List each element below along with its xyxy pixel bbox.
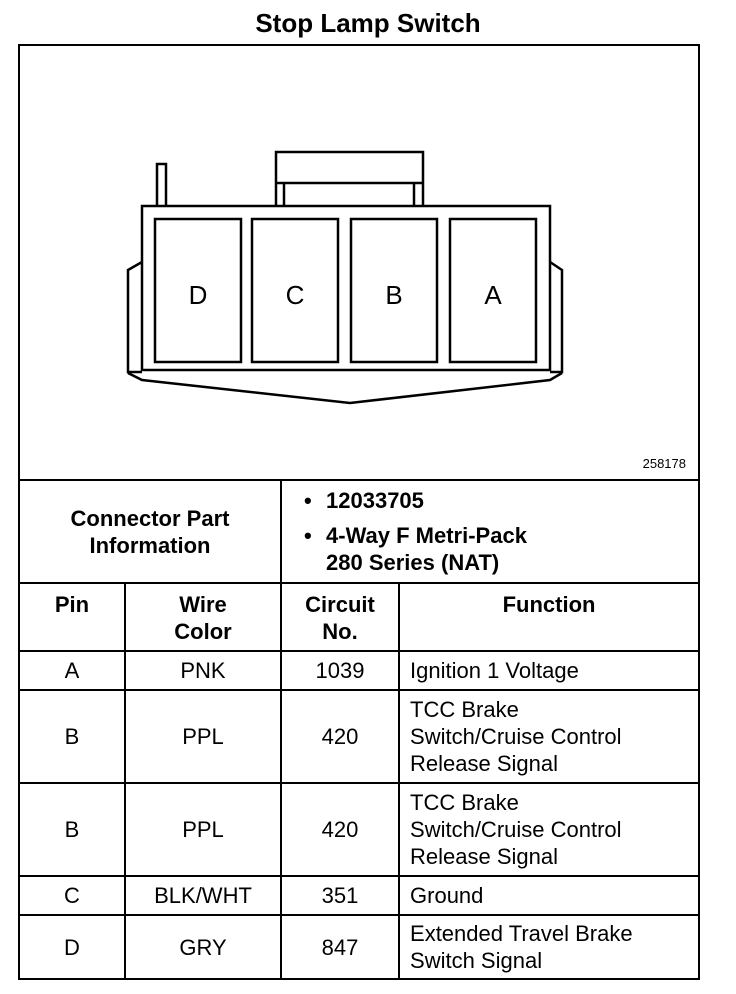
connector-table: Connector Part Information 12033705 4-Wa…: [17, 479, 701, 980]
cavity-b: [349, 217, 439, 364]
cavity-label-d: D: [189, 280, 208, 310]
connector-part-label-line2: Information: [89, 532, 211, 558]
wire-header-line2: Color: [174, 619, 232, 644]
circuit-header-line2: No.: [322, 619, 358, 644]
bottom-chevron: [127, 371, 563, 405]
connector-part-details: 12033705 4-Way F Metri-Pack 280 Series (…: [280, 479, 701, 584]
lock-tab: [274, 150, 425, 206]
pin-header: Pin: [18, 582, 126, 652]
function-line: Switch/Cruise Control: [410, 724, 622, 749]
figure-number: 258178: [642, 456, 686, 471]
connector-description-line2: 280 Series (NAT): [326, 550, 500, 575]
function-cell: Ignition 1 Voltage: [398, 650, 701, 691]
part-number-text: 12033705: [326, 488, 424, 513]
table-row: A PNK 1039 Ignition 1 Voltage: [18, 650, 701, 691]
function-line: Switch/Cruise Control: [410, 817, 622, 842]
pin-cell: D: [18, 914, 126, 980]
table-row: C BLK/WHT 351 Ground: [18, 875, 701, 916]
function-line: TCC Brake: [410, 790, 519, 815]
function-cell: Extended Travel Brake Switch Signal: [398, 914, 701, 980]
function-line: Ground: [410, 883, 484, 908]
wire-color-cell: PNK: [123, 650, 283, 691]
function-line: TCC Brake: [410, 697, 519, 722]
circuit-cell: 847: [280, 914, 401, 980]
function-cell: Ground: [398, 875, 701, 916]
function-cell: TCC Brake Switch/Cruise Control Release …: [398, 782, 701, 877]
pin-cell: C: [18, 875, 126, 916]
pin-header-text: Pin: [54, 592, 90, 617]
wire-color-cell: PPL: [123, 782, 283, 877]
function-line: Switch Signal: [410, 948, 543, 973]
function-header: Function: [398, 582, 701, 652]
pin-cell: B: [18, 689, 126, 784]
cavity-a: [448, 217, 538, 364]
left-wing: [126, 260, 143, 374]
cavity-label-b: B: [385, 280, 402, 310]
function-line: Ignition 1 Voltage: [410, 658, 579, 683]
cavity-label-c: C: [286, 280, 305, 310]
function-header-text: Function: [502, 592, 596, 617]
connector-drawing: D C B A: [126, 150, 564, 405]
right-wing: [549, 260, 564, 374]
function-line: Release Signal: [410, 844, 558, 869]
circuit-cell: 420: [280, 782, 401, 877]
table-row: B PPL 420 TCC Brake Switch/Cruise Contro…: [18, 782, 701, 877]
function-line: Extended Travel Brake: [410, 921, 633, 946]
circuit-cell: 1039: [280, 650, 401, 691]
connector-body: [140, 204, 552, 372]
left-post: [155, 162, 168, 206]
wire-color-header: Wire Color: [123, 582, 283, 652]
connector-description: 4-Way F Metri-Pack 280 Series (NAT): [304, 522, 698, 576]
wire-color-cell: BLK/WHT: [123, 875, 283, 916]
cavity-c: [250, 217, 340, 364]
cavity-d: [153, 217, 243, 364]
page-title: Stop Lamp Switch: [255, 8, 481, 38]
circuit-header-line1: Circuit: [305, 592, 375, 617]
pin-cell: A: [18, 650, 126, 691]
table-row: D GRY 847 Extended Travel Brake Switch S…: [18, 914, 701, 980]
header-row: Pin Wire Color Circuit No. Function: [18, 582, 701, 652]
connector-part-label: Connector Part Information: [17, 479, 283, 584]
connector-part-row: Connector Part Information 12033705 4-Wa…: [17, 479, 701, 584]
part-number: 12033705: [304, 487, 698, 514]
cavity-label-a: A: [484, 280, 502, 310]
table-row: B PPL 420 TCC Brake Switch/Cruise Contro…: [18, 689, 701, 784]
wire-header-line1: Wire: [179, 592, 227, 617]
connector-part-label-line1: Connector Part: [70, 505, 230, 531]
wire-color-cell: PPL: [123, 689, 283, 784]
circuit-cell: 351: [280, 875, 401, 916]
wire-color-cell: GRY: [123, 914, 283, 980]
circuit-header: Circuit No.: [280, 582, 401, 652]
connector-description-line1: 4-Way F Metri-Pack: [326, 523, 527, 548]
function-line: Release Signal: [410, 751, 558, 776]
circuit-cell: 420: [280, 689, 401, 784]
pin-cell: B: [18, 782, 126, 877]
connector-diagram: D C B A 258178: [18, 44, 700, 481]
function-cell: TCC Brake Switch/Cruise Control Release …: [398, 689, 701, 784]
